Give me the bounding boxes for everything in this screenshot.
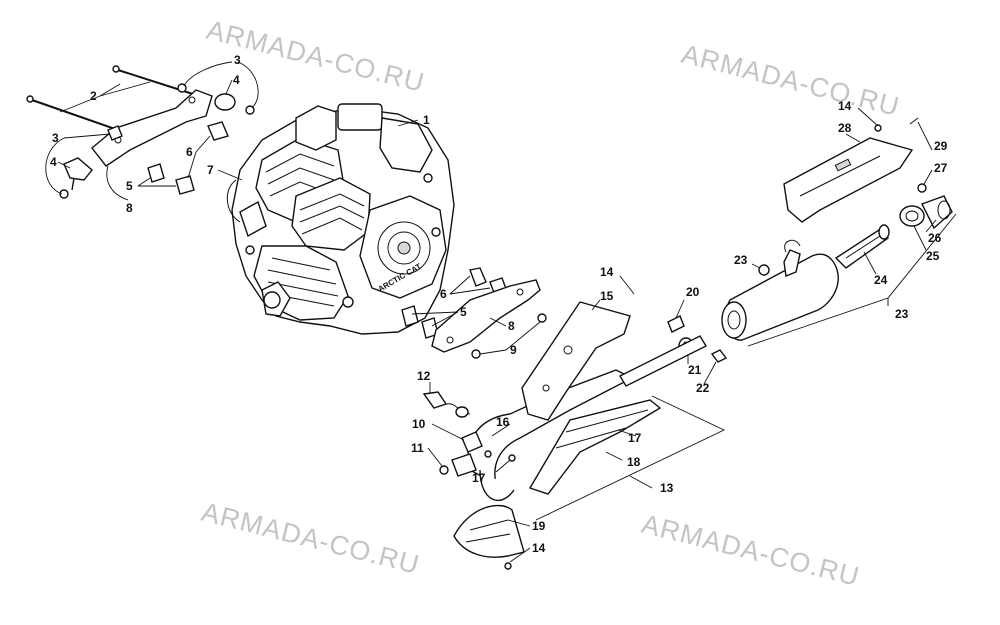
callout-10: 10	[412, 417, 426, 431]
callout-3: 3	[234, 53, 241, 67]
callout-24: 24	[874, 273, 888, 287]
callout-4: 4	[50, 155, 57, 169]
callout-2: 2	[90, 89, 97, 103]
callout-labels: 1 2 3 3 4 4 5 5 6 6 7 8 8 9 10 11 12 13 …	[50, 53, 948, 555]
callout-7: 7	[207, 163, 214, 177]
callout-23: 23	[895, 307, 909, 321]
callout-14: 14	[838, 99, 852, 113]
callout-17: 17	[472, 471, 486, 485]
left-engine-mount[interactable]	[26, 65, 255, 199]
right-engine-mount[interactable]	[401, 267, 547, 359]
callout-25: 25	[926, 249, 940, 263]
callout-20: 20	[686, 285, 700, 299]
callout-5: 5	[460, 305, 467, 319]
muffler[interactable]	[619, 239, 839, 387]
callout-1: 1	[423, 113, 430, 127]
muffler-heat-shield[interactable]	[783, 117, 919, 223]
callout-13: 13	[660, 481, 674, 495]
callout-27: 27	[934, 161, 948, 175]
callout-22: 22	[696, 381, 710, 395]
callout-6: 6	[440, 287, 447, 301]
watermark: ARMADA-CO.RU	[639, 509, 863, 592]
callout-19: 19	[532, 519, 546, 533]
callout-8: 8	[126, 201, 133, 215]
callout-3: 3	[52, 131, 59, 145]
callout-26: 26	[928, 231, 942, 245]
callout-15: 15	[600, 289, 614, 303]
callout-12: 12	[417, 369, 431, 383]
callout-14: 14	[532, 541, 546, 555]
callout-18: 18	[627, 455, 641, 469]
callout-14: 14	[600, 265, 614, 279]
callout-11: 11	[411, 441, 424, 455]
tailpipe-parts[interactable]	[834, 183, 953, 269]
callout-29: 29	[934, 139, 948, 153]
callout-17: 17	[628, 431, 642, 445]
callout-5: 5	[126, 179, 133, 193]
callout-21: 21	[688, 363, 702, 377]
callout-23: 23	[734, 253, 748, 267]
callout-28: 28	[838, 121, 852, 135]
callout-6: 6	[186, 145, 193, 159]
engine-assembly[interactable]: ARCTIC CAT	[226, 103, 455, 335]
callout-9: 9	[510, 343, 517, 357]
callout-16: 16	[496, 415, 510, 429]
lower-heat-shield[interactable]	[453, 504, 525, 570]
leader-lines	[45, 61, 957, 563]
callout-8: 8	[508, 319, 515, 333]
o2-sensor[interactable]	[422, 391, 471, 418]
exhaust-header[interactable]	[439, 301, 662, 502]
watermark: ARMADA-CO.RU	[199, 497, 423, 580]
callout-4: 4	[233, 73, 240, 87]
watermark: ARMADA-CO.RU	[679, 39, 903, 122]
